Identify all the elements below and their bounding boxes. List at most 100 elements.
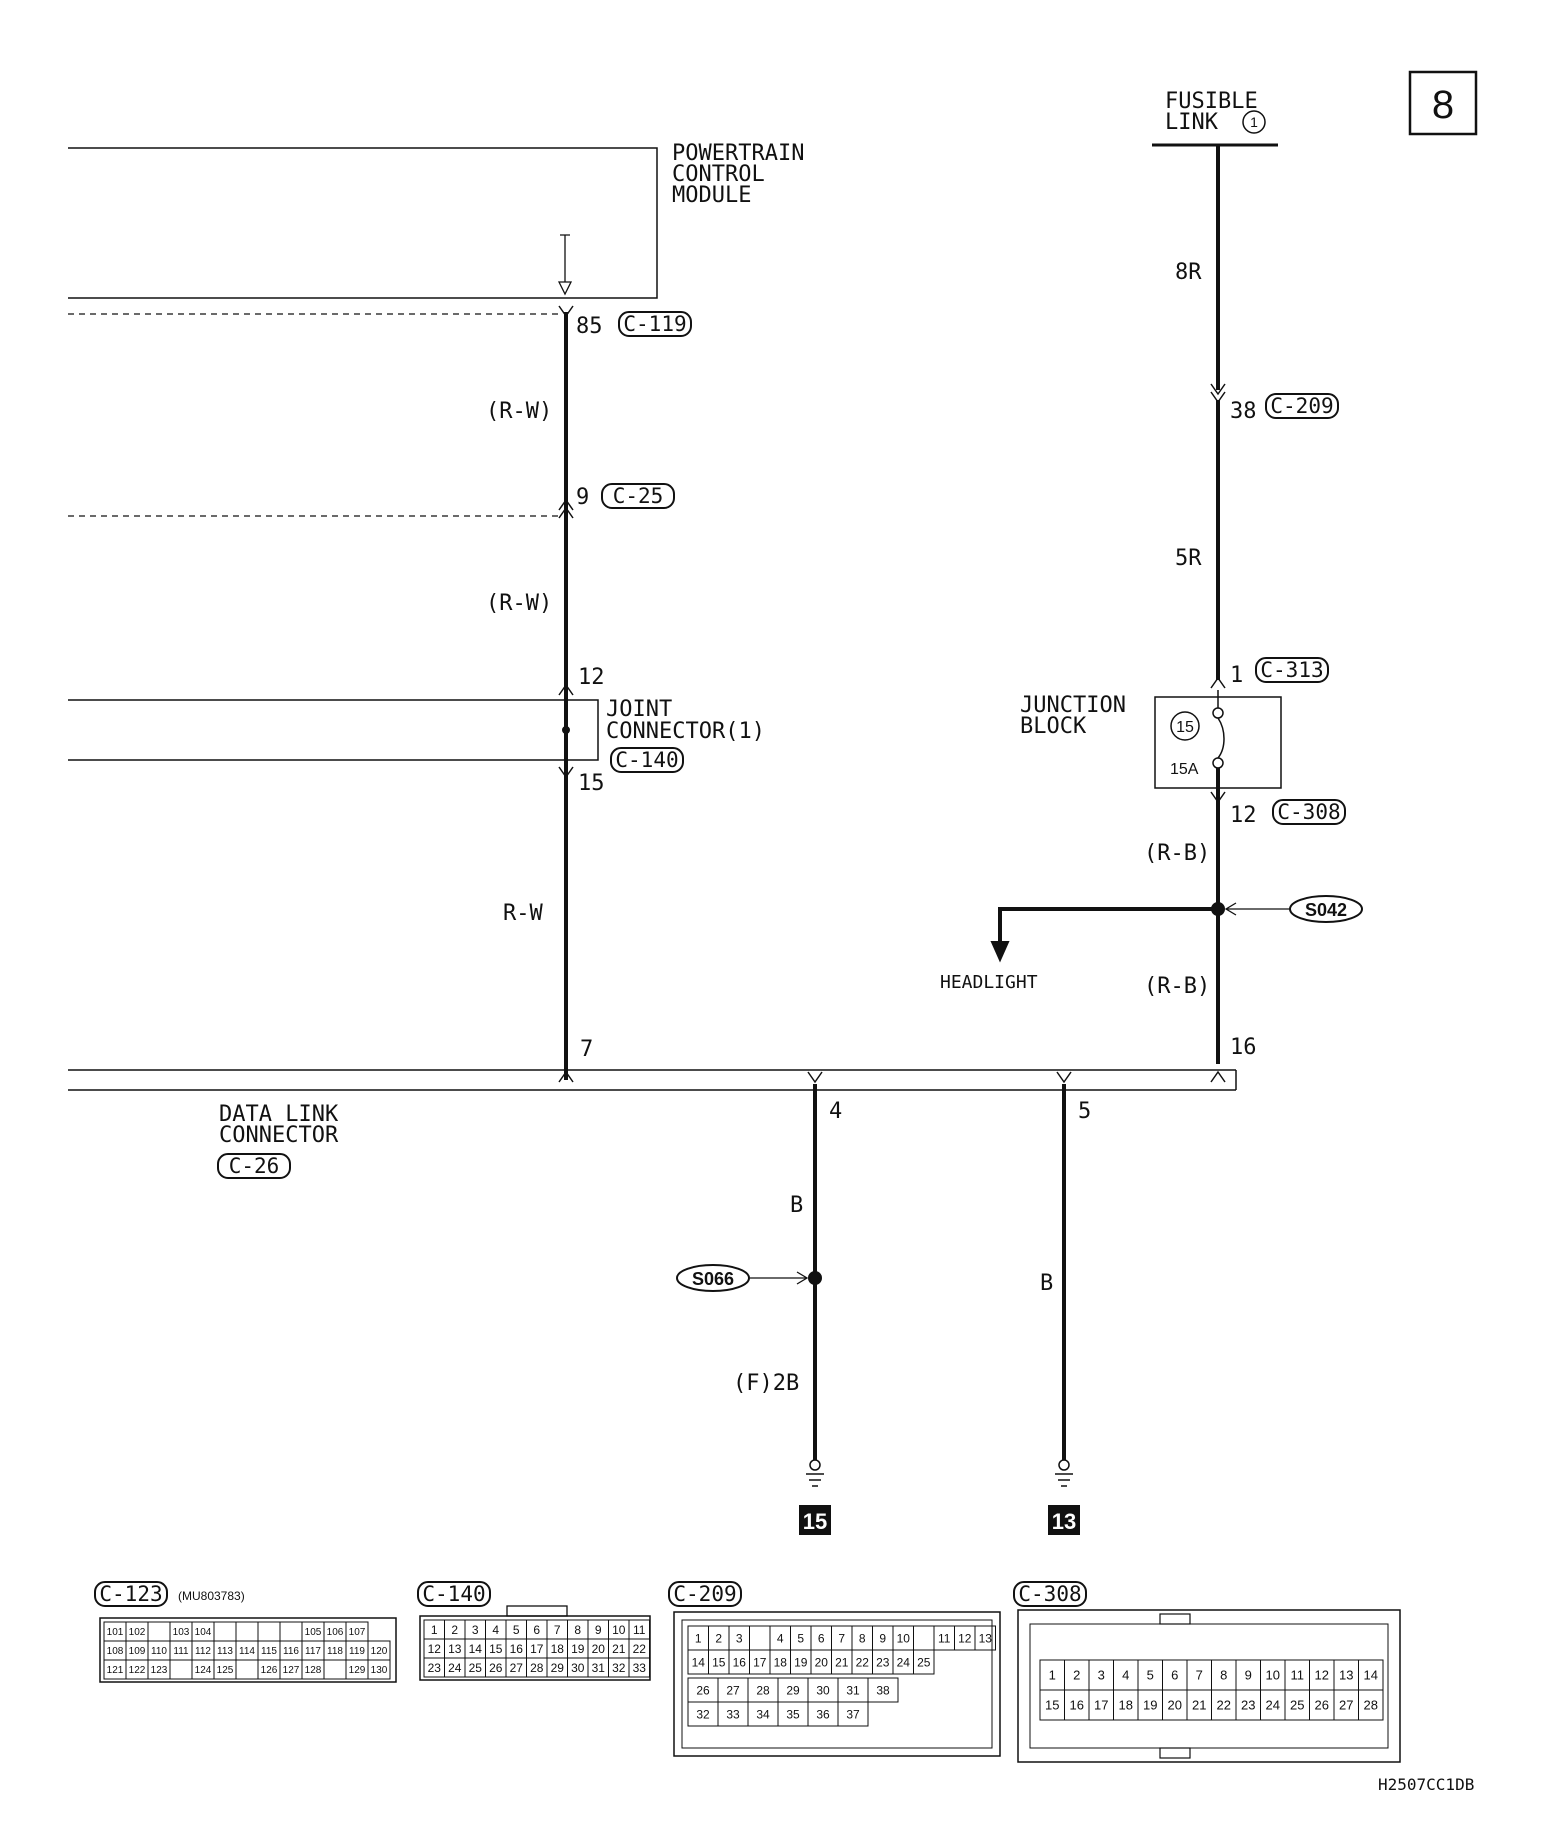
c308-cavity-number: 16 bbox=[1070, 1698, 1084, 1713]
c123-cavity-number: 106 bbox=[327, 1627, 344, 1638]
c209-cavity-number: 8 bbox=[859, 1631, 866, 1645]
pin-15-joint: 15 bbox=[578, 771, 605, 796]
joint-connector-node bbox=[562, 726, 570, 734]
s042-label: S042 bbox=[1305, 900, 1347, 920]
pcm-internal-arrow bbox=[557, 234, 573, 296]
ground-15-box bbox=[799, 1505, 831, 1535]
wire-rw-label-1: (R-W) bbox=[486, 399, 552, 424]
c140-cavity-number: 1 bbox=[431, 1623, 438, 1637]
c308-cavity-number: 20 bbox=[1168, 1698, 1182, 1713]
c140-cavity-number: 30 bbox=[571, 1661, 585, 1675]
page-number: 8 bbox=[1432, 83, 1454, 127]
c209-cavity-number: 29 bbox=[786, 1683, 800, 1697]
c123-cavity-number: 102 bbox=[129, 1627, 146, 1638]
c123-cavity-number: 105 bbox=[305, 1627, 322, 1638]
c140-cavity-number: 5 bbox=[513, 1623, 520, 1637]
c123-cavity-number: 115 bbox=[261, 1646, 277, 1657]
c308-cavity-number: 19 bbox=[1143, 1698, 1157, 1713]
c308-cavity-number: 26 bbox=[1315, 1698, 1329, 1713]
pin-85: 85 bbox=[576, 314, 603, 339]
c123-cavity-number: 103 bbox=[173, 1627, 190, 1638]
c209-cavity-number: 3 bbox=[736, 1631, 743, 1645]
c313-oval bbox=[1255, 657, 1329, 683]
joint-label-1: JOINT bbox=[606, 697, 672, 722]
c209-cavity-number: 30 bbox=[816, 1683, 830, 1697]
c123-cavity bbox=[367, 1659, 391, 1680]
c313-label: C-313 bbox=[1260, 658, 1323, 682]
pcm-box bbox=[68, 147, 658, 299]
c123-view-oval bbox=[94, 1581, 168, 1607]
c308-cavity-number: 18 bbox=[1119, 1698, 1133, 1713]
c209-cavity-number: 25 bbox=[917, 1655, 931, 1669]
c209-cavity bbox=[913, 1625, 935, 1651]
c140-cavity-number: 19 bbox=[571, 1642, 585, 1656]
c123-cavity-number: 116 bbox=[283, 1646, 299, 1657]
c308-cavity-number: 6 bbox=[1171, 1668, 1178, 1683]
ground-symbol-13 bbox=[1055, 1459, 1073, 1487]
c140-cavity-number: 7 bbox=[554, 1623, 561, 1637]
c308-cavity-number: 27 bbox=[1339, 1698, 1353, 1713]
c308-cavity-number: 8 bbox=[1220, 1668, 1227, 1683]
joint-label-2: CONNECTOR(1) bbox=[606, 719, 765, 744]
c308-cavity-number: 17 bbox=[1094, 1698, 1108, 1713]
wire-b-label-5: B bbox=[1040, 1271, 1053, 1296]
c209-cavity-number: 28 bbox=[756, 1683, 770, 1697]
c123-cavity bbox=[235, 1621, 259, 1642]
c209-cavity-number: 23 bbox=[876, 1655, 890, 1669]
c123-cavity-number: 120 bbox=[371, 1646, 388, 1657]
ground-symbol-15 bbox=[806, 1459, 824, 1487]
c123-cavity-number: 128 bbox=[305, 1665, 322, 1676]
joint-in-terminal bbox=[558, 683, 574, 696]
c308-cavity-number: 7 bbox=[1196, 1668, 1203, 1683]
c308-cavity-number: 24 bbox=[1266, 1698, 1280, 1713]
c26-label: C-26 bbox=[229, 1154, 280, 1178]
c119-oval bbox=[618, 311, 692, 337]
c209-oval bbox=[1265, 393, 1339, 419]
wire-rb-label-2: (R-B) bbox=[1144, 974, 1210, 999]
c209-view-oval bbox=[668, 1581, 742, 1607]
c308-clip-top bbox=[1159, 1613, 1191, 1625]
c209-cavity-number: 19 bbox=[794, 1655, 808, 1669]
c140-cavity-number: 11 bbox=[633, 1623, 646, 1637]
c123-cavity-number: 113 bbox=[217, 1646, 233, 1657]
c209-cavity-number: 10 bbox=[897, 1631, 911, 1645]
fuse-rating: 15A bbox=[1170, 761, 1199, 778]
c123-cavity-number: 110 bbox=[151, 1646, 167, 1657]
c140-cavity-number: 15 bbox=[489, 1642, 503, 1656]
dlc-pin16-terminal bbox=[1210, 1070, 1226, 1083]
c123-cavity-number: 126 bbox=[261, 1665, 278, 1676]
c209-cavity-number: 24 bbox=[897, 1655, 911, 1669]
c209-cavity-number: 31 bbox=[846, 1683, 860, 1697]
dlc-label-2: CONNECTOR bbox=[219, 1123, 339, 1148]
c308-cavity-number: 13 bbox=[1339, 1668, 1353, 1683]
c308-cavity-number: 25 bbox=[1290, 1698, 1304, 1713]
c140-oval bbox=[610, 747, 684, 773]
c308-cavity-number: 10 bbox=[1266, 1668, 1280, 1683]
c140-label: C-140 bbox=[615, 748, 678, 772]
headlight-branch bbox=[998, 907, 1218, 942]
c123-face bbox=[99, 1617, 397, 1683]
fuse-terminal-bottom bbox=[1212, 757, 1224, 769]
c140-cavity-number: 31 bbox=[592, 1661, 606, 1675]
wire-rb-label-1: (R-B) bbox=[1144, 841, 1210, 866]
c209-cavity bbox=[867, 1677, 899, 1703]
c123-cavity-number: 122 bbox=[129, 1665, 146, 1676]
c123-cavity bbox=[147, 1621, 171, 1642]
c308-cavity-number: 23 bbox=[1241, 1698, 1255, 1713]
c308-cavity-number: 14 bbox=[1364, 1668, 1378, 1683]
c140-cavity-number: 23 bbox=[428, 1661, 442, 1675]
pin-12-jb: 12 bbox=[1230, 803, 1257, 828]
c123-cavity-number: 129 bbox=[349, 1665, 366, 1676]
ground-15-label: 15 bbox=[803, 1509, 827, 1534]
c123-cavity-number: 109 bbox=[129, 1646, 146, 1657]
c140-cavity-number: 9 bbox=[595, 1623, 602, 1637]
c123-cavity-number: 123 bbox=[151, 1665, 168, 1676]
c209-cavity bbox=[749, 1625, 771, 1651]
c209-label: C-209 bbox=[1270, 394, 1333, 418]
c308-cavity-number: 28 bbox=[1364, 1698, 1378, 1713]
c123-cavity-number: 117 bbox=[305, 1646, 321, 1657]
c209-cavity-number: 37 bbox=[846, 1707, 860, 1721]
c123-cavity bbox=[279, 1621, 303, 1642]
c140-view-oval bbox=[417, 1581, 491, 1607]
